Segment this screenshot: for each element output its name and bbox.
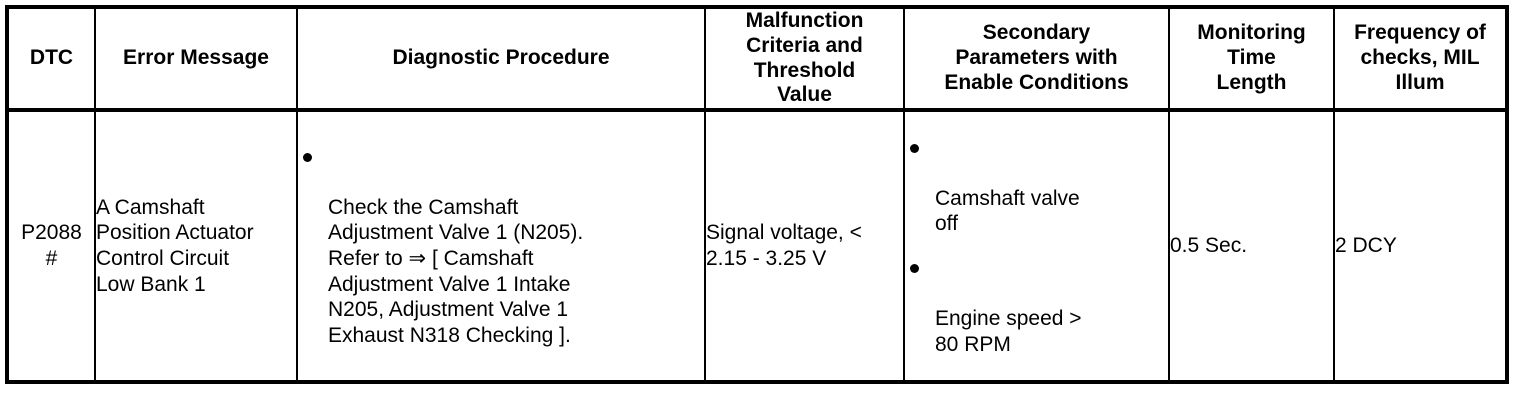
list-item: Engine speed > 80 RPM xyxy=(905,255,1168,357)
bullet-icon xyxy=(910,264,919,274)
table-header: DTC Error Message Diagnostic Procedure M… xyxy=(7,7,1507,113)
error-message-value: A Camshaft Position Actuator Control Cir… xyxy=(96,195,254,296)
monitoring-time-value: 0.5 Sec. xyxy=(1170,234,1248,258)
bullet-icon xyxy=(910,143,919,153)
column-header-frequency-mil: Frequency of checks, MIL Illum xyxy=(1333,7,1507,113)
secondary-bullet-text: Camshaft valve off xyxy=(935,186,1080,236)
dtc-table-container: DTC Error Message Diagnostic Procedure M… xyxy=(5,5,1509,384)
secondary-bullet-text: Engine speed > 80 RPM xyxy=(935,307,1082,356)
diagnostic-bullet-text: Check the Camshaft Adjustment Valve 1 (N… xyxy=(328,195,584,347)
cell-malfunction-criteria: Signal voltage, < 2.15 - 3.25 V xyxy=(704,110,905,382)
column-header-diagnostic-procedure: Diagnostic Procedure xyxy=(296,7,706,113)
header-row: DTC Error Message Diagnostic Procedure M… xyxy=(7,7,1507,113)
list-item: Camshaft valve off xyxy=(905,135,1168,237)
diagnostic-bullet-list: Check the Camshaft Adjustment Valve 1 (N… xyxy=(298,144,704,349)
cell-frequency-mil: 2 DCY xyxy=(1333,110,1507,382)
table-row: P2088 # A Camshaft Position Actuator Con… xyxy=(7,110,1507,382)
dtc-table: DTC Error Message Diagnostic Procedure M… xyxy=(5,5,1509,384)
cell-error-message: A Camshaft Position Actuator Control Cir… xyxy=(94,110,298,382)
table-body: P2088 # A Camshaft Position Actuator Con… xyxy=(7,110,1507,382)
frequency-mil-value: 2 DCY xyxy=(1335,234,1397,258)
secondary-bullet-list: Camshaft valve off Engine speed > 80 RPM xyxy=(905,135,1168,358)
bullet-icon xyxy=(303,152,312,162)
column-header-error-message: Error Message xyxy=(94,7,298,113)
malfunction-criteria-value: Signal voltage, < 2.15 - 3.25 V xyxy=(706,221,862,271)
list-item: Check the Camshaft Adjustment Valve 1 (N… xyxy=(298,144,704,349)
column-header-monitoring-time: Monitoring Time Length xyxy=(1168,7,1335,113)
cell-secondary-parameters: Camshaft valve off Engine speed > 80 RPM xyxy=(903,110,1170,382)
cell-monitoring-time: 0.5 Sec. xyxy=(1168,110,1335,382)
column-header-malfunction-criteria: Malfunction Criteria and Threshold Value xyxy=(704,7,905,113)
cell-diagnostic-procedure: Check the Camshaft Adjustment Valve 1 (N… xyxy=(296,110,706,382)
cell-dtc: P2088 # xyxy=(7,110,96,382)
dtc-code-value: P2088 # xyxy=(21,221,82,271)
column-header-dtc: DTC xyxy=(7,7,96,113)
column-header-secondary-parameters: Secondary Parameters with Enable Conditi… xyxy=(903,7,1170,113)
